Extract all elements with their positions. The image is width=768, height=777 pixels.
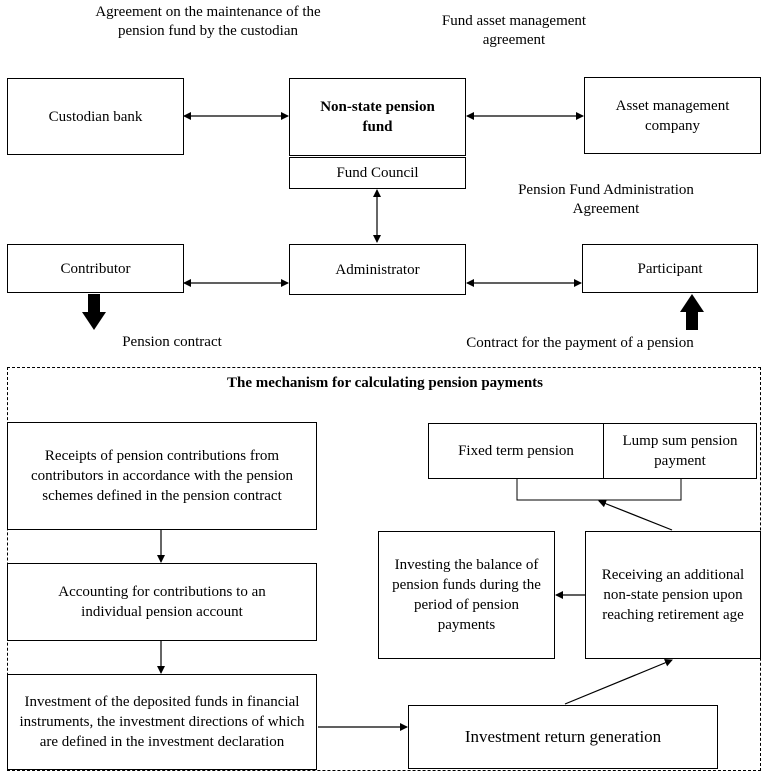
investment-label: Investment of the deposited funds in fin… (19, 694, 305, 750)
up-block-arrow (680, 294, 704, 330)
contributor-box: Contributor (7, 244, 184, 293)
asset-company-box: Asset management company (584, 77, 761, 154)
receiving-label: Receiving an additional non-state pensio… (601, 567, 745, 623)
return-label: Investment return generation (464, 727, 662, 746)
asset-company-label: Asset management company (615, 97, 730, 134)
participant-label: Participant (637, 260, 703, 277)
fixed-term-box: Fixed term pension (428, 423, 604, 479)
fund-council-box: Fund Council (289, 157, 466, 189)
investing-balance-label: Investing the balance of pension funds d… (392, 557, 541, 633)
mechanism-title: The mechanism for calculating pension pa… (227, 375, 543, 391)
custodian-bank-label: Custodian bank (48, 108, 143, 125)
accounting-label: Accounting for contributions to an indiv… (58, 584, 266, 620)
arrow-return-receiving (564, 658, 673, 705)
receipts-box: Receipts of pension contributions from c… (7, 422, 317, 530)
receipts-label: Receipts of pension contributions from c… (30, 448, 293, 504)
investing-balance-box: Investing the balance of pension funds d… (378, 531, 555, 659)
contributor-label: Contributor (60, 260, 131, 277)
admin-agreement-label: Pension Fund Administration Agreement (518, 182, 694, 217)
fixed-term-label: Fixed term pension (458, 443, 574, 459)
accounting-box: Accounting for contributions to an indiv… (7, 563, 317, 641)
investment-box: Investment of the deposited funds in fin… (7, 674, 317, 770)
administrator-box: Administrator (289, 244, 466, 295)
return-box: Investment return generation (408, 705, 718, 769)
arrow-receiving-payments (598, 499, 673, 531)
pension-contract-label: Pension contract (122, 334, 222, 350)
custodian-bank-box: Custodian bank (7, 78, 184, 155)
fund-council-label: Fund Council (336, 165, 419, 181)
asset-agreement-label: Fund asset management agreement (441, 13, 587, 48)
receiving-box: Receiving an additional non-state pensio… (585, 531, 761, 659)
npf-label: Non-state pension fund (320, 99, 435, 135)
npf-box: Non-state pension fund (289, 78, 466, 156)
lump-sum-label: Lump sum pension payment (622, 433, 738, 469)
custodian-agreement-label: Agreement on the maintenance of the pens… (95, 4, 321, 39)
participant-box: Participant (582, 244, 758, 293)
lump-sum-box: Lump sum pension payment (603, 423, 757, 479)
down-block-arrow (82, 294, 106, 330)
administrator-label: Administrator (335, 261, 420, 278)
payment-contract-label: Contract for the payment of a pension (466, 335, 694, 351)
